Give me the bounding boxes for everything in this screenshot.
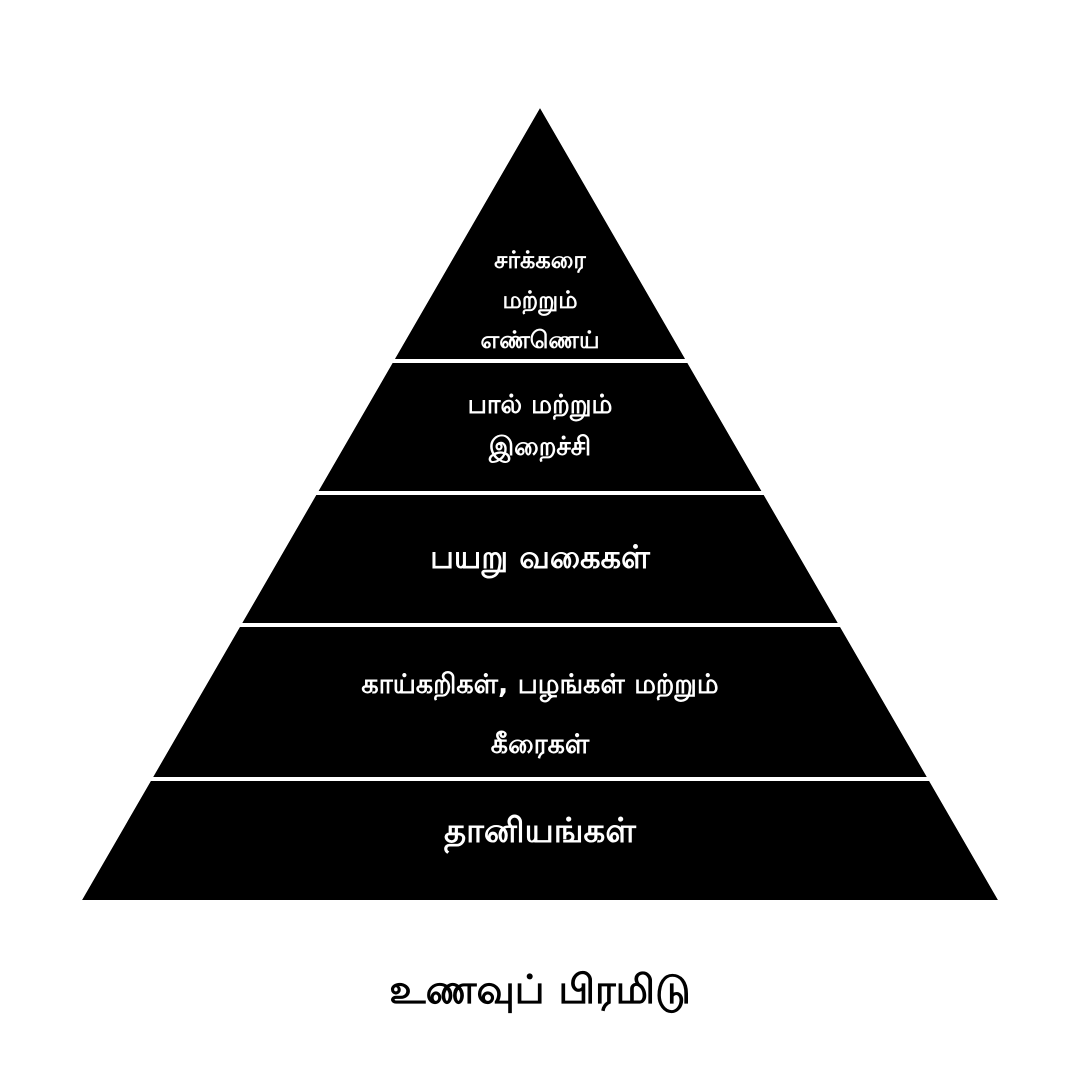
layer-vegetables-fruits-greens: காய்கறிகள், பழங்கள் மற்றும் கீரைகள் (361, 669, 719, 760)
mask-left (0, 0, 540, 900)
separator-line-2 (0, 491, 1080, 495)
mask-top (0, 0, 1080, 108)
layer-milk-and-meat: பால் மற்றும் இறைச்சி (467, 390, 613, 462)
separator-line-4 (0, 777, 1080, 781)
pyramid-triangle (82, 108, 998, 900)
layer-pulses: பயறு வகைகள் (430, 538, 650, 576)
layer-grains: தானியங்கள் (444, 811, 636, 851)
separator-line-3 (0, 623, 1080, 627)
diagram-title: உணவுப் பிரமிடு (389, 967, 691, 1013)
separator-line-1 (0, 359, 1080, 363)
mask-right (540, 0, 1080, 900)
layer-sugar-and-oil: சர்க்கரை மற்றும் எண்ணெய் (480, 246, 600, 354)
